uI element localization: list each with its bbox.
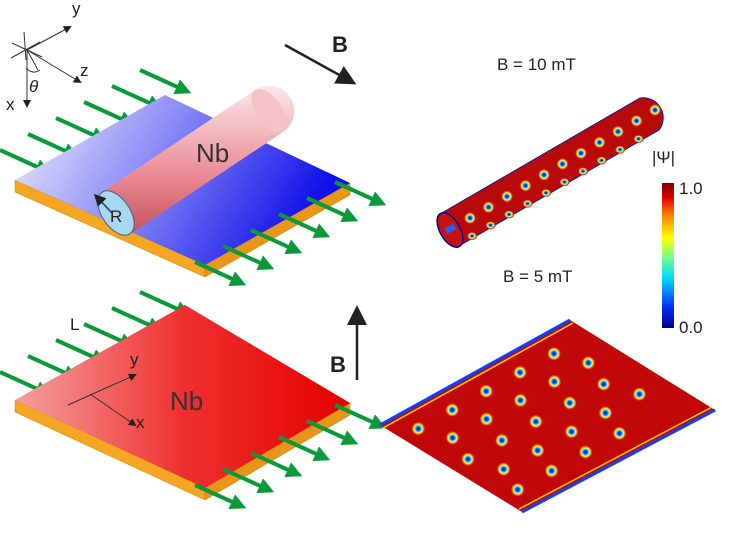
vortex-icon	[556, 158, 569, 170]
vortex-icon	[504, 210, 514, 219]
top-slab: R Nb	[0, 68, 387, 286]
vortex-icon	[578, 445, 593, 460]
vortex-icon	[615, 145, 625, 154]
field-arrow-icon	[139, 290, 192, 316]
field-arrow-icon	[111, 84, 164, 110]
tube-simulation	[436, 97, 664, 248]
field-arrow-icon	[83, 322, 136, 348]
vortex-icon	[598, 405, 613, 420]
vortex-icon	[513, 365, 528, 380]
vortex-icon	[494, 433, 509, 448]
vortex-icon	[479, 384, 494, 399]
colorbar-max: 1.0	[679, 179, 703, 198]
vortex-icon	[445, 430, 460, 445]
field-arrow-top: B	[284, 32, 357, 85]
field-arrow-icon	[222, 244, 275, 270]
vortex-icon	[575, 147, 587, 160]
vortex-icon	[530, 443, 545, 458]
vortex-icon	[544, 463, 559, 478]
vortex-icon	[546, 346, 561, 361]
vortex-icon	[596, 156, 607, 165]
vortex-icon	[510, 482, 525, 497]
field-arrow-icon	[83, 100, 136, 126]
field-arrow-icon	[222, 467, 275, 493]
vortex-icon	[464, 212, 476, 224]
vortex-icon	[612, 125, 624, 138]
field-label-top: B	[332, 32, 348, 57]
coordinate-axes: y z x θ	[6, 0, 89, 114]
bottom-slab: y x Nb L	[0, 290, 387, 509]
field-arrow-icon	[111, 306, 164, 332]
vortex-icon	[528, 414, 543, 429]
vortex-icon	[538, 168, 550, 181]
vortex-icon	[578, 167, 588, 176]
vortex-icon	[564, 424, 579, 439]
vortex-icon	[522, 199, 533, 208]
vortex-icon	[519, 179, 532, 192]
tube-title: B = 10 mT	[497, 55, 576, 74]
plate-title: B = 5 mT	[503, 267, 572, 286]
field-arrow-icon	[306, 196, 359, 222]
vortex-icon	[596, 377, 611, 392]
length-label: L	[70, 315, 79, 334]
vortex-icon	[612, 426, 627, 441]
vortex-icon	[513, 393, 528, 408]
vortex-icon	[633, 134, 644, 143]
field-label-bottom: B	[330, 352, 346, 377]
field-arrow-icon	[278, 212, 331, 238]
field-arrow-icon	[306, 419, 359, 445]
vortex-icon	[630, 114, 643, 127]
field-arrow-icon	[334, 180, 387, 206]
vortex-icon	[562, 395, 577, 410]
vortex-icon	[632, 387, 647, 402]
vortex-icon	[485, 221, 496, 230]
vortex-icon	[547, 374, 562, 389]
bottom-axis-x-label: x	[136, 413, 145, 432]
vortex-icon	[559, 178, 570, 186]
colorbar-min: 0.0	[679, 318, 703, 337]
plate-simulation	[379, 318, 716, 514]
vortex-icon	[581, 355, 596, 370]
vortex-icon	[445, 402, 460, 417]
nb-cylinder: R Nb	[93, 85, 295, 236]
vortex-icon	[460, 452, 475, 467]
field-arrow-icon	[250, 451, 303, 477]
vortex-icon	[541, 188, 551, 197]
axis-z-label: z	[80, 61, 89, 80]
field-arrow-icon	[27, 132, 80, 158]
axis-theta-label: θ	[29, 77, 39, 96]
field-arrow-icon	[139, 68, 192, 94]
vortex-icon	[649, 104, 661, 116]
axis-y-label: y	[72, 0, 81, 18]
colorbar: |Ψ| 1.0 0.0	[652, 148, 703, 337]
material-label-top: Nb	[196, 138, 229, 168]
vortex-icon	[467, 232, 477, 240]
field-arrow-icon	[55, 116, 108, 142]
field-arrow-icon	[0, 148, 52, 174]
field-arrow-icon	[194, 483, 247, 509]
superconductor-film-bottom	[15, 305, 350, 488]
vortex-icon	[501, 190, 513, 203]
field-arrow-bottom: B	[330, 305, 367, 380]
radius-label: R	[110, 207, 122, 226]
field-arrow-icon	[278, 435, 331, 461]
vortex-icon	[411, 421, 426, 436]
vortex-icon	[479, 412, 494, 427]
material-label-bottom: Nb	[170, 386, 203, 416]
field-arrow-icon	[194, 260, 247, 286]
vortex-icon	[482, 201, 495, 214]
field-arrow-icon	[334, 403, 387, 429]
vortex-icon	[593, 136, 606, 149]
vortex-icon	[496, 462, 511, 477]
axis-x-label: x	[6, 95, 15, 114]
field-arrow-icon	[250, 228, 303, 254]
colorbar-title: |Ψ|	[652, 148, 675, 167]
bottom-axis-y-label: y	[130, 350, 139, 369]
